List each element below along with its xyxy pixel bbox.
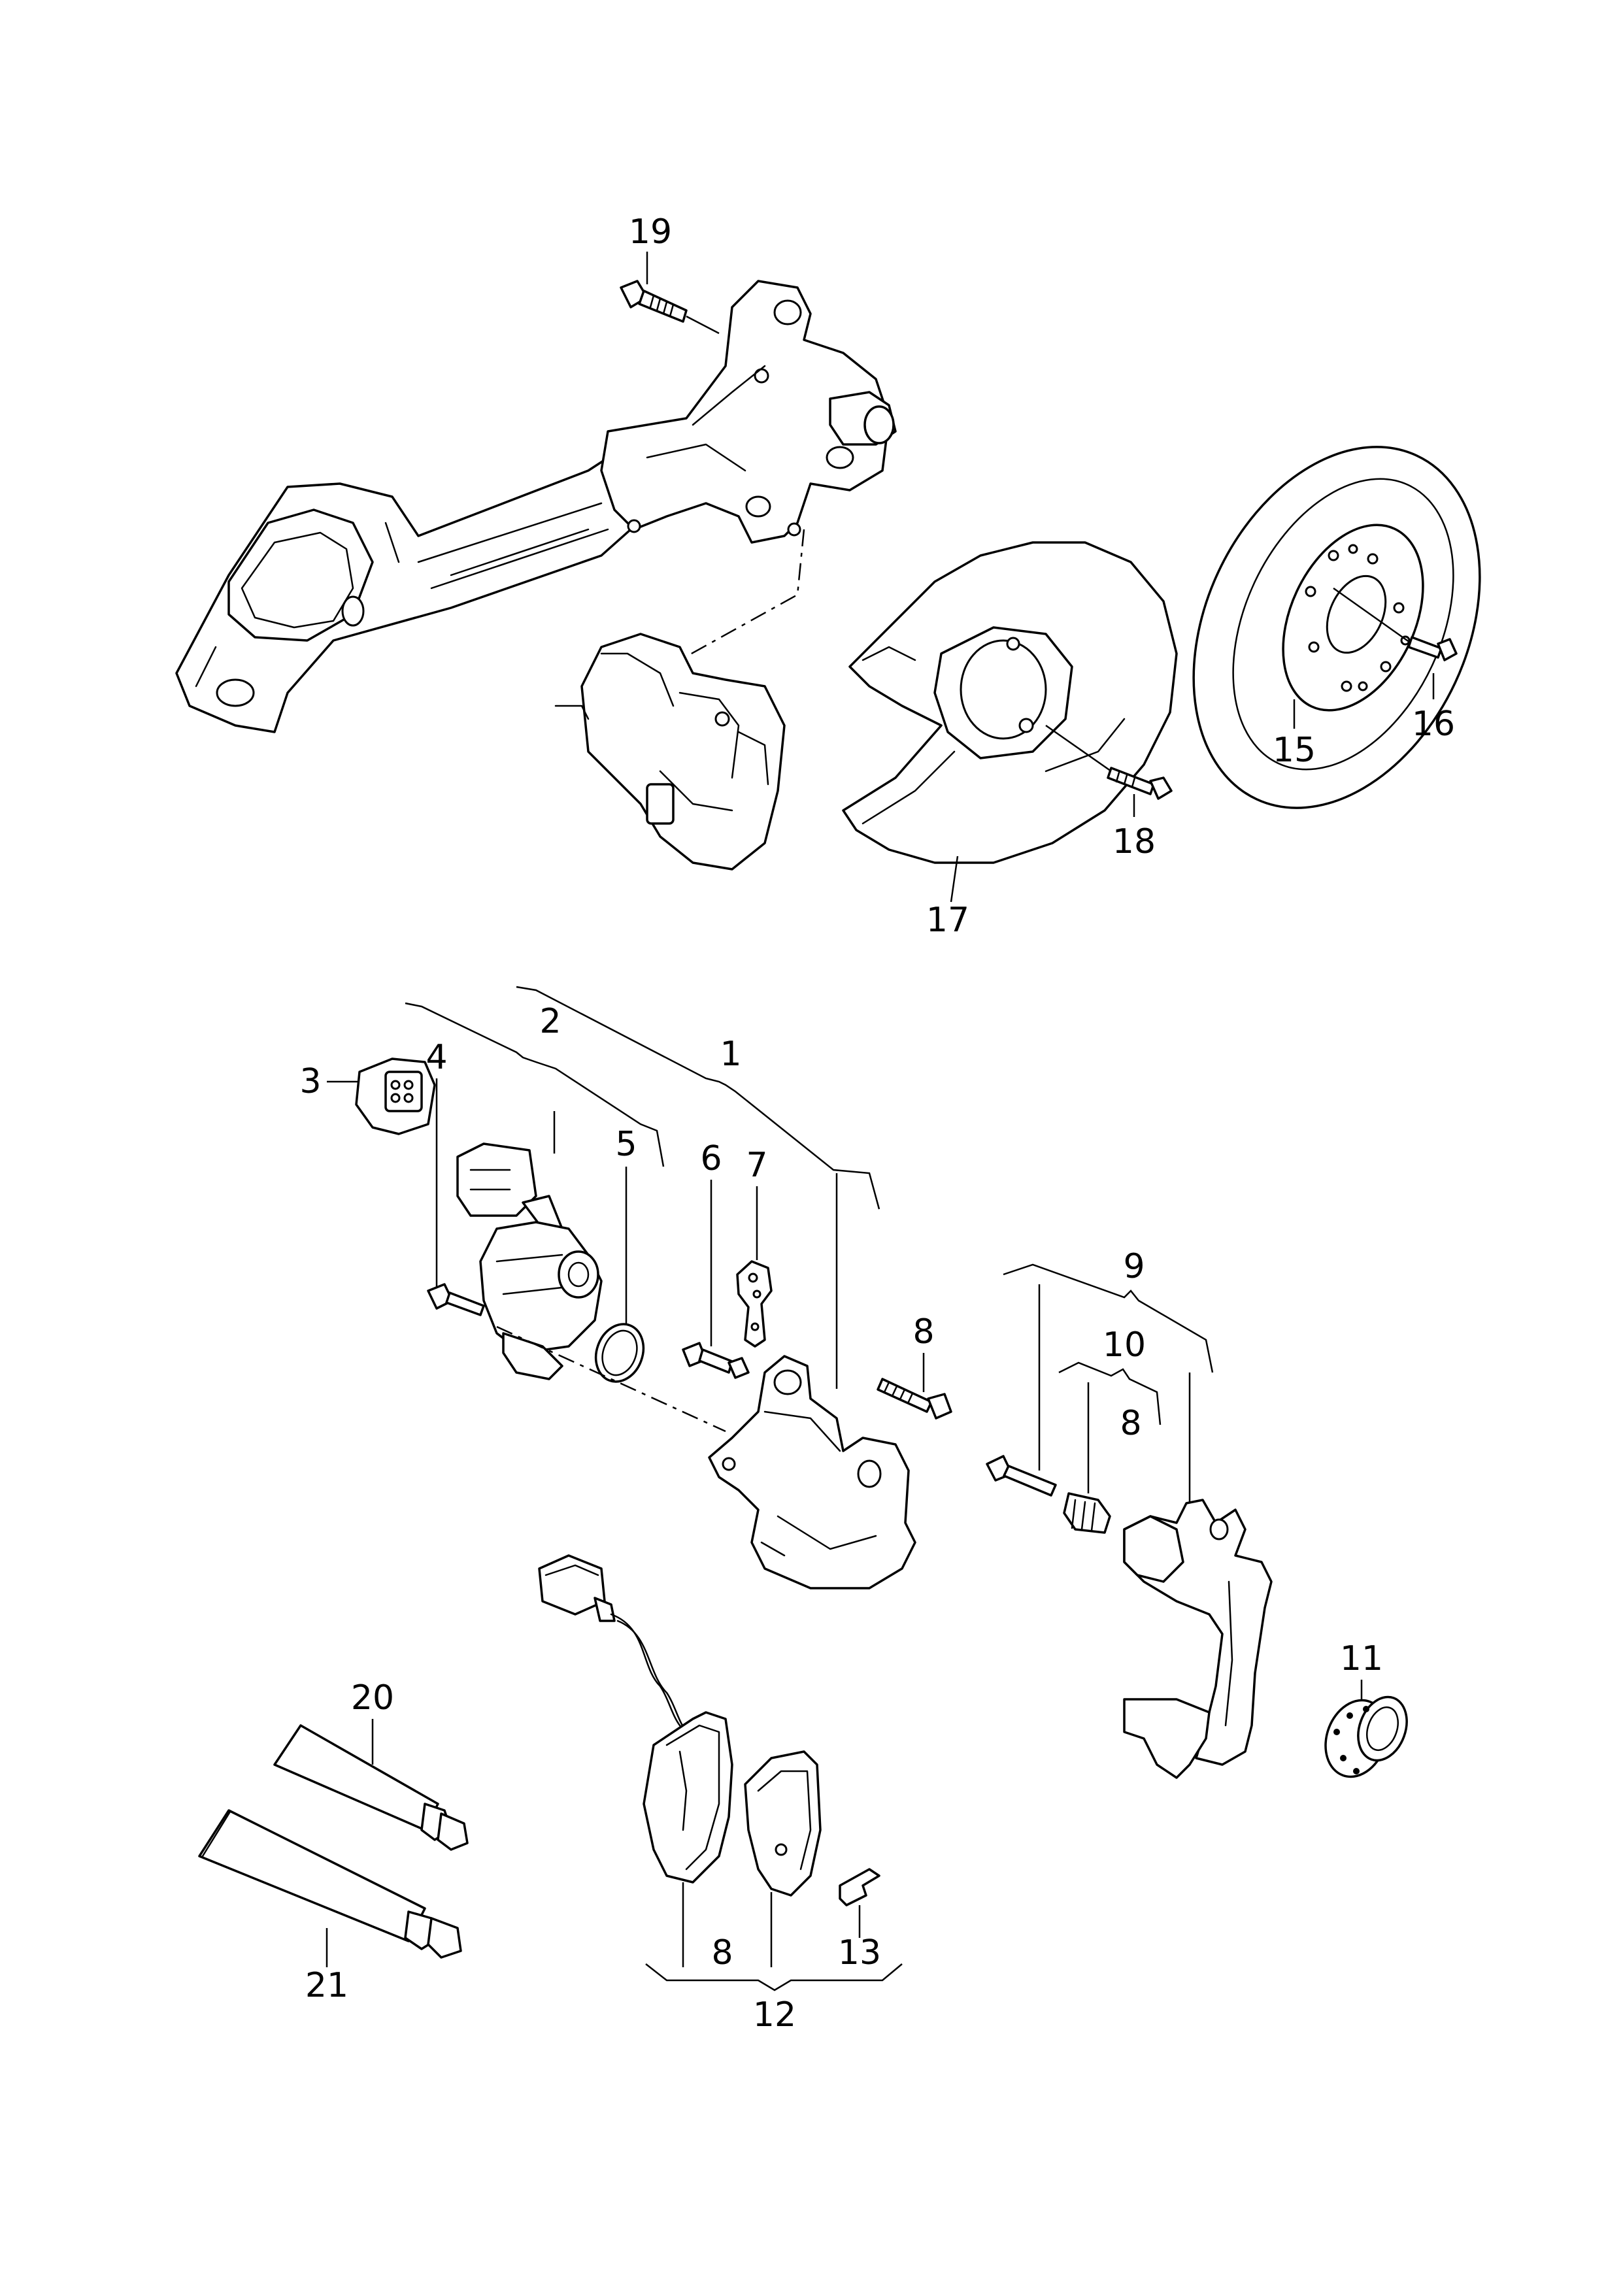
bracket-9 xyxy=(1003,1263,1214,1373)
wheel-hub-carrier xyxy=(600,280,897,544)
dust-shield-17 xyxy=(842,541,1178,864)
wear-sensor xyxy=(538,1554,707,1745)
bracket-12 xyxy=(645,1963,903,1991)
brake-pad-inner xyxy=(744,1750,822,1897)
screw-4 xyxy=(427,1283,485,1316)
grease-tube-20 xyxy=(273,1724,469,1851)
caliper-1 xyxy=(708,1355,916,1589)
label-3: 3 xyxy=(299,1062,321,1101)
label-19: 19 xyxy=(629,212,672,252)
bracket-10 xyxy=(1058,1361,1162,1425)
label-21: 21 xyxy=(305,1966,348,2005)
label-1: 1 xyxy=(720,1035,741,1074)
bolt-8-middle xyxy=(877,1378,952,1420)
label-16: 16 xyxy=(1412,705,1455,744)
grease-tube-21 xyxy=(198,1809,462,1959)
label-20: 20 xyxy=(351,1678,394,1718)
label-17: 17 xyxy=(926,901,969,940)
label-8-right: 8 xyxy=(1120,1404,1141,1443)
guide-sleeve-10 xyxy=(1063,1492,1111,1534)
o-ring-5 xyxy=(594,1323,645,1383)
clip-13 xyxy=(839,1868,880,1906)
label-4: 4 xyxy=(426,1038,447,1077)
label-12: 12 xyxy=(753,1995,796,2035)
caliper-assembled-top xyxy=(554,633,786,871)
centerline-hub-caliper xyxy=(679,529,805,661)
centerline-caliper xyxy=(496,1325,726,1433)
brake-pad-outer xyxy=(643,1711,733,1884)
bolt-8-right xyxy=(986,1455,1057,1497)
label-8-middle: 8 xyxy=(912,1312,934,1352)
bracket-1 xyxy=(516,986,880,1210)
label-10: 10 xyxy=(1103,1325,1146,1365)
bracket-7 xyxy=(736,1260,773,1348)
bolt-19 xyxy=(620,280,688,323)
parking-brake-motor-2 xyxy=(456,1142,603,1380)
brake-carrier-9 xyxy=(1123,1499,1273,1779)
bleed-valve-6 xyxy=(682,1342,750,1379)
label-2: 2 xyxy=(539,1002,561,1041)
seal-kit-11 xyxy=(1324,1695,1408,1778)
label-18: 18 xyxy=(1113,822,1156,861)
label-9: 9 xyxy=(1123,1247,1145,1286)
label-11: 11 xyxy=(1340,1639,1383,1678)
label-15: 15 xyxy=(1273,731,1316,770)
bracket-2 xyxy=(405,1002,665,1167)
label-8-bottom: 8 xyxy=(711,1933,733,1972)
axle-beam xyxy=(175,417,740,733)
bolt-18 xyxy=(1107,767,1173,800)
connector-3 xyxy=(355,1057,436,1135)
screw-16 xyxy=(1407,636,1458,661)
label-7: 7 xyxy=(746,1146,767,1185)
label-6: 6 xyxy=(700,1139,722,1178)
label-5: 5 xyxy=(615,1125,637,1164)
label-13: 13 xyxy=(838,1933,881,1972)
brake-disc-15 xyxy=(1192,446,1481,809)
